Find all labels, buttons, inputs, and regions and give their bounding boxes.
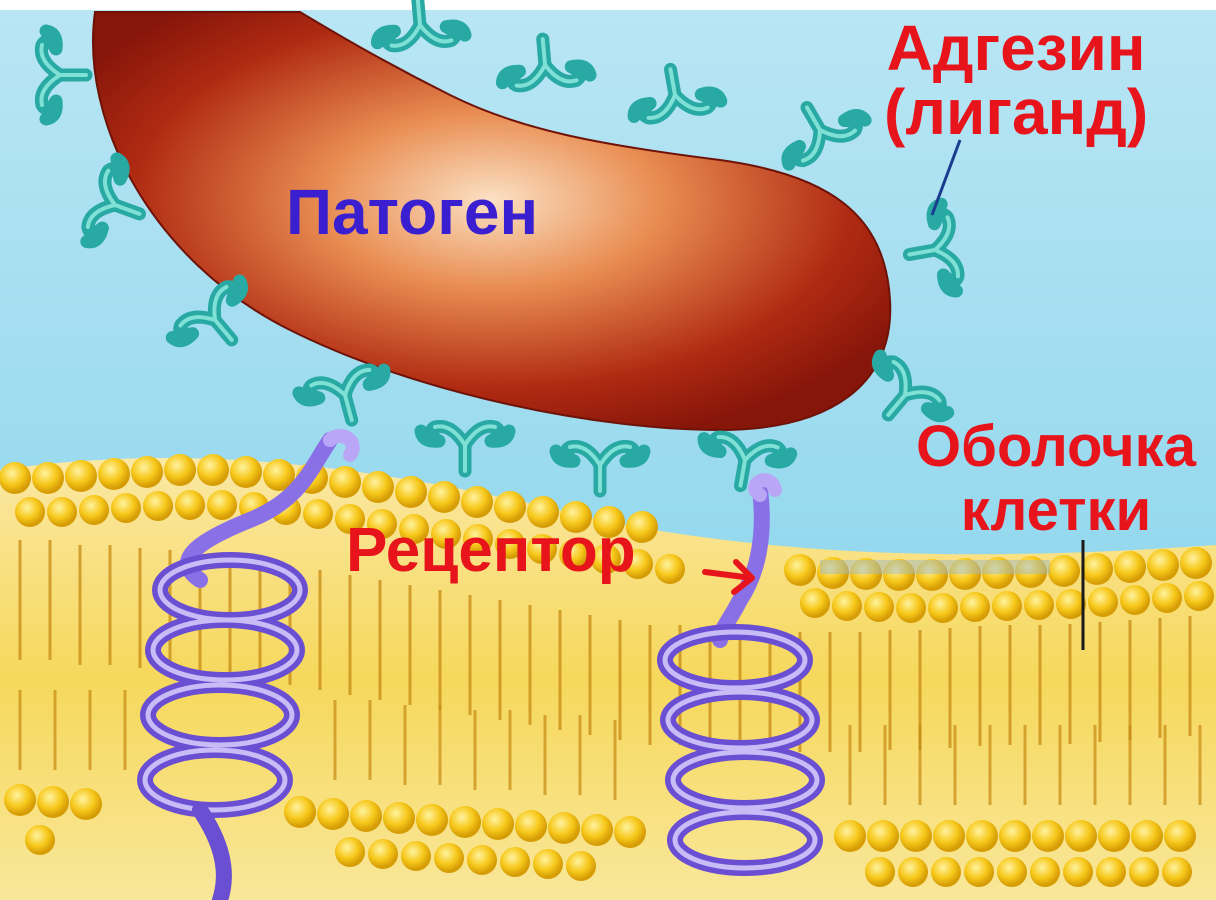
adhesin-label-line1: Адгезин xyxy=(884,16,1148,80)
adhesin-label: Адгезин (лиганд) xyxy=(884,16,1148,144)
top-white-strip xyxy=(0,0,1216,10)
receptor-label: Рецептор xyxy=(346,520,636,582)
pathogen-label: Патоген xyxy=(286,180,538,244)
adhesin-label-line2: (лиганд) xyxy=(884,80,1148,144)
cell-membrane-label: Оболочка клетки xyxy=(898,418,1214,546)
cell-membrane-label-line1: Оболочка xyxy=(898,418,1214,476)
cell-membrane-label-line2: клетки xyxy=(898,482,1214,540)
